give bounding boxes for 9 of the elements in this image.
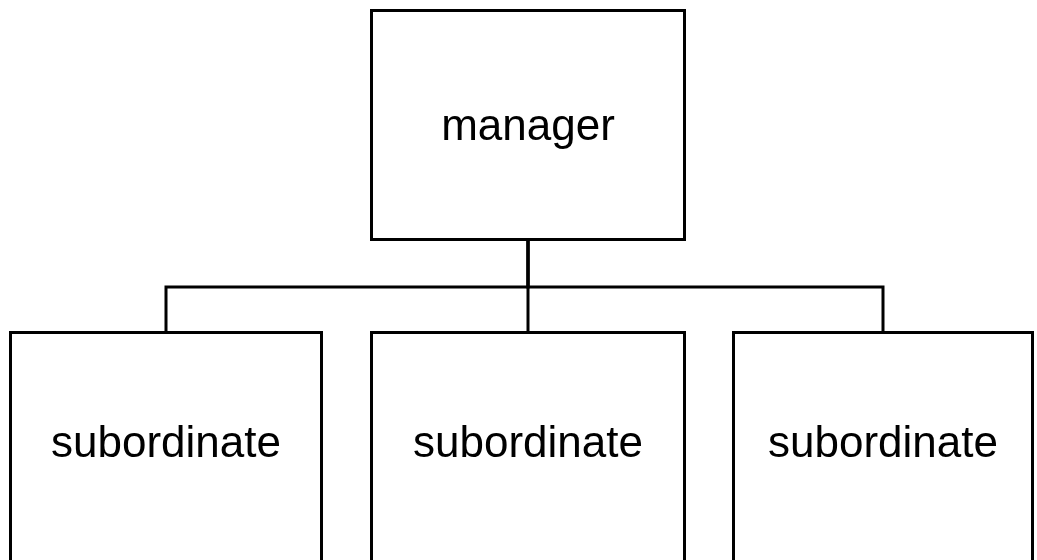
role-label: subordinate [413,420,643,464]
role-label: manager [441,103,615,147]
org-box [732,331,1034,560]
org-box [370,9,686,241]
connector-line [526,241,885,331]
role-label: subordinate [51,420,281,464]
org-box [370,331,686,560]
org-box [9,331,323,560]
role-label: subordinate [768,420,998,464]
